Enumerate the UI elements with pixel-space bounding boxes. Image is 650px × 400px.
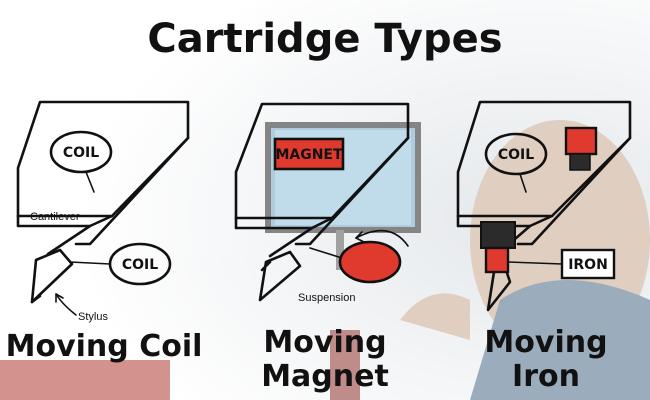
motion-arrow bbox=[355, 229, 409, 247]
stylus-needle bbox=[258, 250, 302, 302]
cartridge-body bbox=[16, 100, 190, 256]
pole-piece-bottom bbox=[480, 221, 516, 249]
coil-lower-leader bbox=[69, 261, 111, 265]
moving-magnet-oval bbox=[338, 240, 402, 284]
motion-arrowhead bbox=[355, 231, 365, 243]
coil-upper-shape bbox=[49, 130, 113, 174]
coil-label: COIL bbox=[498, 147, 534, 163]
magnet-block-top bbox=[564, 126, 598, 156]
caption-moving-iron-line1: Moving bbox=[484, 325, 607, 360]
page-title: Cartridge Types bbox=[147, 16, 502, 62]
iron-label-box bbox=[560, 248, 616, 280]
stylus-arrowhead bbox=[55, 293, 64, 303]
coil-lower-label: COIL bbox=[122, 257, 158, 273]
caption-moving-magnet-line2: Magnet bbox=[261, 359, 389, 394]
stylus-label: Stylus bbox=[78, 311, 108, 323]
coil-upper-leader bbox=[85, 171, 95, 193]
caption-moving-iron-line2: Iron bbox=[512, 359, 580, 394]
coil-shape bbox=[484, 132, 548, 176]
panel-moving-coil: COIL COIL Cantilever Stylus Moving Coil bbox=[6, 100, 203, 364]
cantilever-label: Cantilever bbox=[30, 211, 80, 223]
magnet-label: MAGNET bbox=[275, 147, 343, 163]
pole-piece-top bbox=[569, 153, 591, 171]
iron-armature bbox=[484, 246, 510, 274]
caption-moving-coil: Moving Coil bbox=[6, 329, 203, 364]
panel-moving-iron: COIL IRON Moving Iron bbox=[456, 100, 632, 394]
stylus-needle bbox=[30, 248, 74, 304]
cartridge-body bbox=[234, 102, 410, 258]
suspension-label: Suspension bbox=[298, 292, 356, 304]
iron-label: IRON bbox=[568, 257, 608, 273]
magnet-block bbox=[273, 137, 345, 171]
coil-leader bbox=[519, 173, 527, 193]
magnet-link bbox=[309, 247, 343, 259]
stylus-arrow bbox=[55, 293, 77, 316]
panel-moving-magnet: MAGNET Suspension Moving Magnet bbox=[234, 102, 410, 394]
iron-leader bbox=[507, 261, 563, 265]
coil-upper-label: COIL bbox=[63, 145, 99, 161]
caption-moving-magnet-line1: Moving bbox=[263, 325, 386, 360]
